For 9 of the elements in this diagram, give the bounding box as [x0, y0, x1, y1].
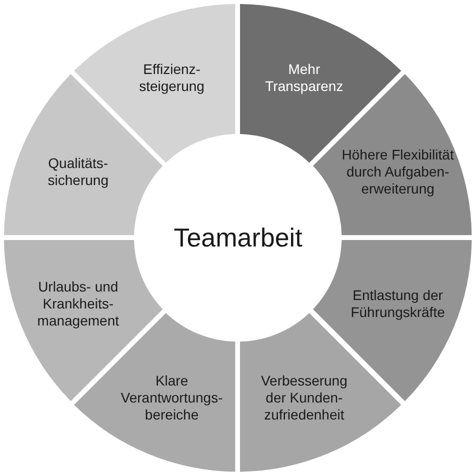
center-title: Teamarbeit [172, 224, 304, 252]
segment-label: Urlaubs- und Krankheits-management [36, 278, 120, 330]
segment-label: Höhere Flexibilität durch Aufgaben-erweiterung [340, 146, 455, 198]
segment-label: Klare Verantwortungs-bereiche [120, 372, 224, 424]
segment-label: Entlastung der Führungskräfte [350, 287, 446, 322]
segment-label: Qualitäts-sicherung [46, 154, 110, 189]
segment-label: Effizienz-steigerung [138, 61, 206, 96]
segment-label: Mehr Transparenz [264, 61, 344, 96]
segment-label: Verbesserung der Kunden-zufriedenheit [260, 372, 348, 424]
